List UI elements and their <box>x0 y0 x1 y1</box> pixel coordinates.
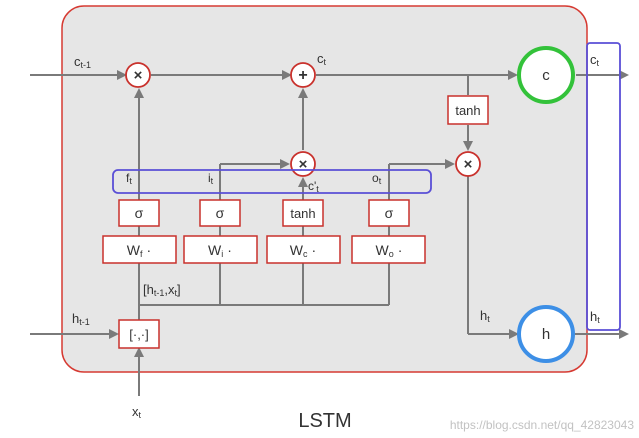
output-multiply-node: × <box>455 151 481 177</box>
weight-o-box: Wo· <box>351 235 426 264</box>
weight-i-box: Wi· <box>183 235 258 264</box>
f-sigmoid-box: σ <box>118 199 160 227</box>
watermark: https://blog.csdn.net/qq_42823043 <box>450 418 634 432</box>
cell-state-node: c <box>517 46 575 104</box>
svg-text:c: c <box>542 67 550 84</box>
svg-text:×: × <box>134 67 143 84</box>
svg-text:×: × <box>299 156 308 173</box>
svg-text:σ: σ <box>216 205 225 221</box>
svg-text:σ: σ <box>135 205 144 221</box>
c-prev-label: ct-1 <box>74 54 91 70</box>
c-tanh-box: tanh <box>282 199 324 227</box>
gate-outputs-group <box>112 169 432 194</box>
cell-tanh-box: tanh <box>447 95 489 125</box>
svg-text:×: × <box>464 156 473 173</box>
weight-c-box: Wc· <box>266 235 341 264</box>
svg-text:Wf·: Wf· <box>127 242 151 259</box>
concat-annotation: [ht-1,xt] <box>143 282 181 298</box>
c-t-top-label: ct <box>317 51 327 67</box>
h-prev-label: ht-1 <box>72 311 90 327</box>
svg-text:Wo·: Wo· <box>376 242 403 259</box>
i-sigmoid-box: σ <box>199 199 241 227</box>
f-gate-label: ft <box>126 171 132 186</box>
svg-text:Wc·: Wc· <box>290 242 316 259</box>
diagram-title: LSTM <box>298 410 351 432</box>
o-sigmoid-box: σ <box>368 199 410 227</box>
concat-box: [·,·] <box>118 319 160 349</box>
svg-text:tanh: tanh <box>290 206 315 221</box>
svg-text:σ: σ <box>385 205 394 221</box>
i-gate-label: it <box>208 171 214 186</box>
svg-text:tanh: tanh <box>455 103 480 118</box>
hidden-state-node: h <box>517 305 575 363</box>
c-candidate-label: c't <box>308 179 319 194</box>
h-t-out-label: ht <box>590 309 600 325</box>
svg-text:+: + <box>298 67 307 84</box>
svg-text:[·,·]: [·,·] <box>129 327 149 342</box>
h-t-mid-label: ht <box>480 308 490 324</box>
cell-add-node: + <box>290 62 316 88</box>
weight-f-box: Wf· <box>102 235 177 264</box>
svg-text:Wi·: Wi· <box>208 242 232 259</box>
outputs-group <box>586 42 621 331</box>
input-multiply-node: × <box>290 151 316 177</box>
c-t-out-label: ct <box>590 52 600 68</box>
o-gate-label: ot <box>372 171 382 186</box>
x-input-label: xt <box>132 404 142 420</box>
forget-multiply-node: × <box>125 62 151 88</box>
svg-text:h: h <box>542 326 550 343</box>
